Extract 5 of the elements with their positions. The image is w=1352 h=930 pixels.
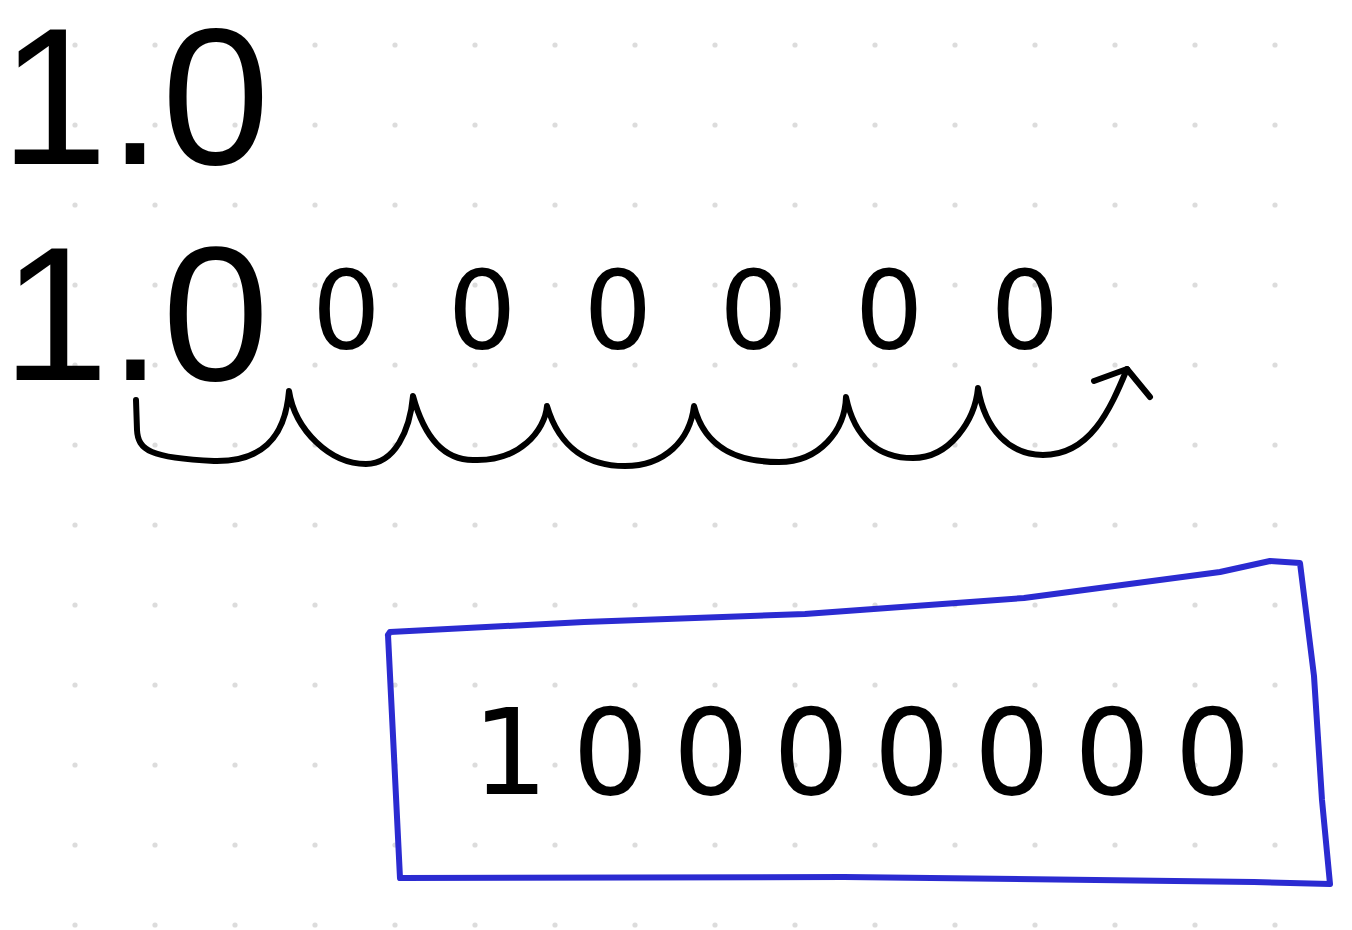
number-text: 10000000 (472, 693, 1251, 813)
handwritten-zeros: 000000 (312, 257, 1060, 365)
highlight-box (384, 556, 1335, 888)
decimal-number: 1.0 (0, 0, 270, 194)
decimal-number: 1.0 (2, 218, 269, 410)
